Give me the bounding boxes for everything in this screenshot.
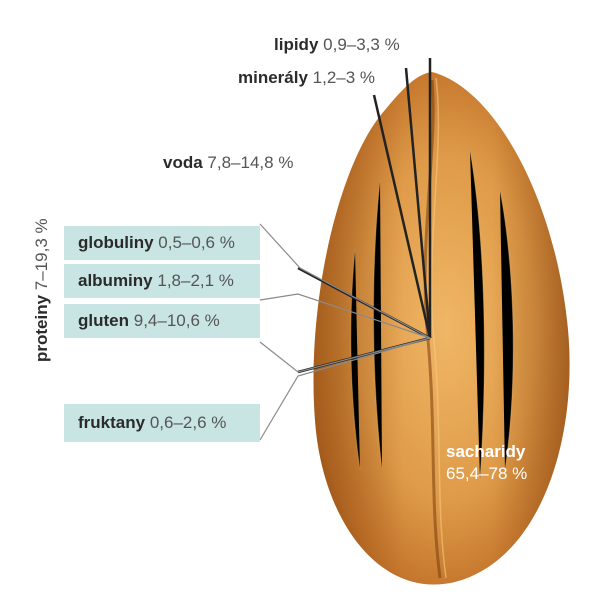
proteiny-value: 7–19,3 %	[32, 218, 51, 290]
lipidy-value: 0,9–3,3 %	[323, 35, 400, 54]
globuliny-value: 0,5–0,6 %	[158, 233, 235, 252]
albuminy-value: 1,8–2,1 %	[157, 271, 234, 290]
label-proteiny: proteiny 7–19,3 %	[32, 218, 52, 362]
fruktany-name: fruktany	[78, 413, 145, 432]
leader-lipidy-b	[406, 68, 430, 338]
leader-globuliny	[260, 224, 430, 338]
box-globuliny: globuliny 0,5–0,6 %	[64, 226, 260, 260]
box-albuminy: albuminy 1,8–2,1 %	[64, 264, 260, 298]
albuminy-name: albuminy	[78, 271, 153, 290]
label-mineraly: minerály 1,2–3 %	[238, 68, 375, 88]
label-sacharidy: sacharidy 65,4–78 %	[446, 441, 527, 485]
box-fruktany: fruktany 0,6–2,6 %	[64, 404, 260, 442]
sacharidy-value: 65,4–78 %	[446, 464, 527, 483]
leader-fruktany	[260, 338, 430, 440]
leader-mineraly	[374, 95, 430, 338]
mineraly-value: 1,2–3 %	[313, 68, 375, 87]
sacharidy-name: sacharidy	[446, 441, 527, 463]
gluten-name: gluten	[78, 311, 129, 330]
voda-name: voda	[163, 153, 203, 172]
leader-gluten	[260, 338, 430, 372]
fruktany-value: 0,6–2,6 %	[150, 413, 227, 432]
voda-value: 7,8–14,8 %	[207, 153, 293, 172]
globuliny-name: globuliny	[78, 233, 154, 252]
label-lipidy: lipidy 0,9–3,3 %	[274, 35, 400, 55]
label-voda: voda 7,8–14,8 %	[163, 153, 293, 173]
lipidy-name: lipidy	[274, 35, 318, 54]
proteiny-name: proteiny	[32, 295, 51, 362]
gluten-value: 9,4–10,6 %	[134, 311, 220, 330]
leader-albuminy	[260, 294, 430, 338]
mineraly-name: minerály	[238, 68, 308, 87]
box-gluten: gluten 9,4–10,6 %	[64, 304, 260, 338]
